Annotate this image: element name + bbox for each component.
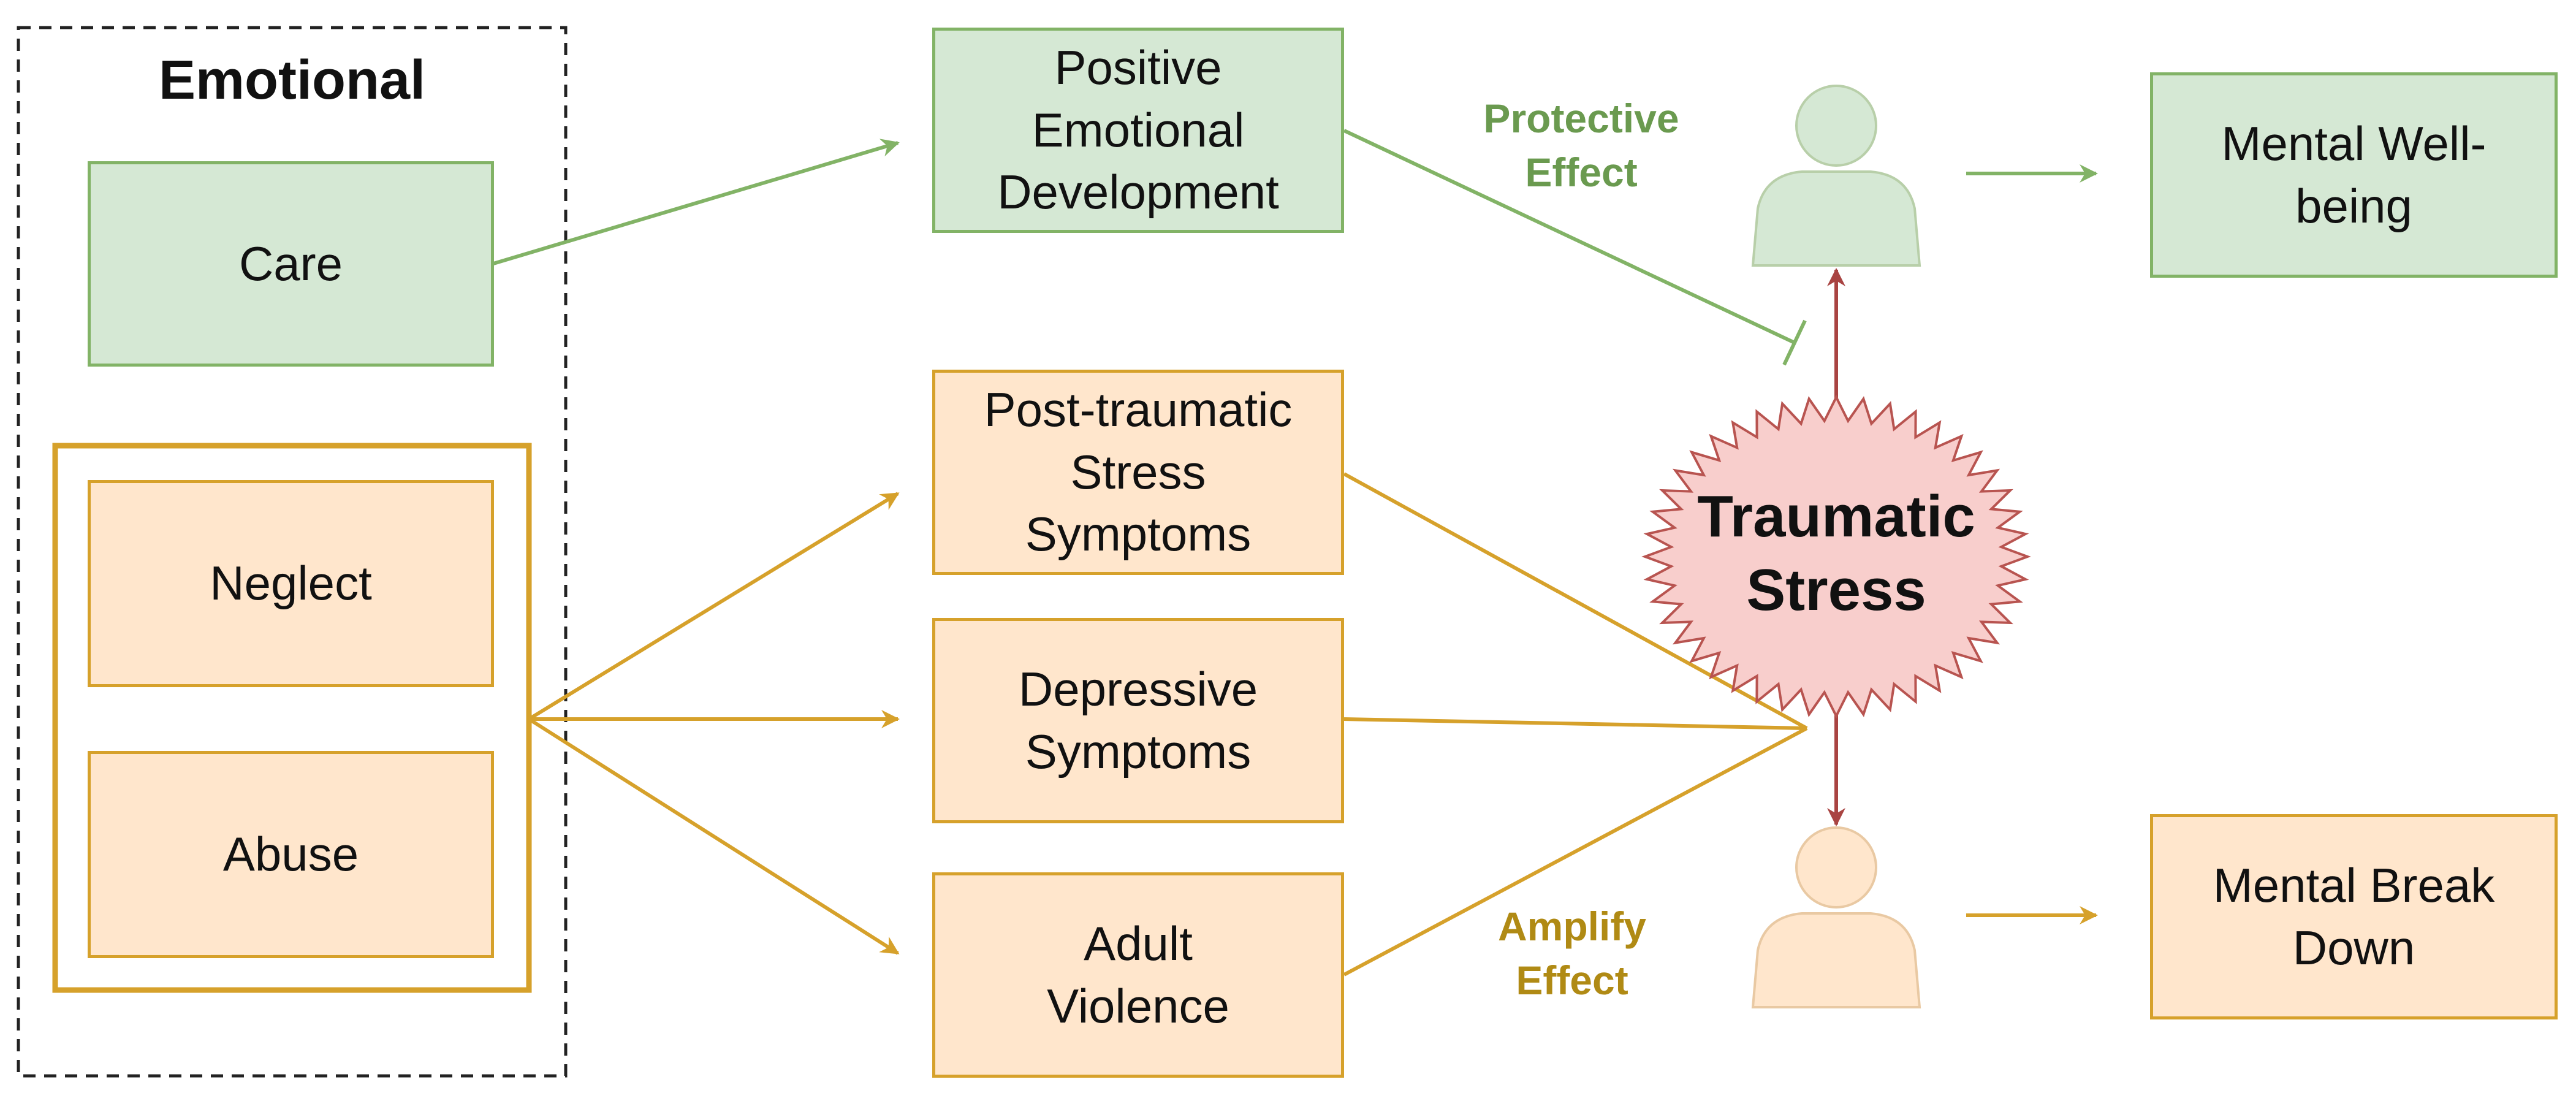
protective-effect-label: Protective Effect: [1434, 92, 1728, 200]
emotional-group-title: Emotional: [158, 50, 425, 111]
arrow-container-to-violence: [528, 717, 900, 955]
breakdown-line-1: Mental Break: [2213, 858, 2495, 913]
ptss-node: Post-traumatic Stress Symptoms: [932, 370, 1344, 575]
line-violence-to-stress: [1343, 726, 1808, 977]
breakdown-line-2: Down: [2292, 920, 2415, 975]
arrow-care-to-positive: [493, 139, 900, 265]
wellbeing-line-1: Mental Well-: [2221, 116, 2487, 171]
protective-line-1: Protective: [1483, 96, 1679, 141]
amplify-effect-label: Amplify Effect: [1425, 900, 1719, 1008]
line-ptss-to-stress: [1343, 472, 1808, 730]
positive-line-2: Emotional: [1032, 102, 1245, 157]
neglect-label: Neglect: [210, 556, 372, 611]
protective-line-2: Effect: [1525, 149, 1638, 195]
adult-violence-node: Adult Violence: [932, 872, 1344, 1078]
amplify-line-1: Amplify: [1497, 904, 1647, 949]
ptss-line-3: Symptoms: [1025, 507, 1252, 562]
neglect-node: Neglect: [88, 480, 494, 687]
depressive-line-2: Symptoms: [1025, 724, 1252, 779]
ptss-line-2: Stress: [1070, 444, 1206, 499]
positive-line-1: Positive: [1054, 40, 1222, 95]
traumatic-stress-burst: [1641, 394, 2031, 719]
traumatic-stress-label-line1: Traumatic: [1697, 484, 1975, 549]
amplify-line-2: Effect: [1516, 957, 1628, 1003]
abuse-node: Abuse: [88, 751, 494, 958]
mental-wellbeing-node: Mental Well- being: [2150, 72, 2558, 278]
abuse-label: Abuse: [222, 827, 359, 882]
person-icon-top: [1751, 85, 1921, 267]
wellbeing-line-2: being: [2295, 178, 2412, 233]
inhibit-positive-to-person: [1343, 129, 1796, 345]
care-node: Care: [88, 161, 494, 367]
emotional-group-border: [17, 26, 568, 1078]
arrow-container-to-ptss: [528, 492, 900, 721]
violence-line-2: Violence: [1047, 978, 1229, 1033]
positive-line-3: Development: [997, 165, 1279, 219]
inhibit-bar: [1782, 319, 1807, 366]
care-label: Care: [238, 236, 343, 291]
person-icon-bottom: [1751, 826, 1921, 1008]
traumatic-stress-label-line2: Stress: [1746, 557, 1926, 623]
violence-line-1: Adult: [1084, 916, 1193, 971]
line-depressive-to-stress: [1343, 717, 1807, 730]
mental-breakdown-node: Mental Break Down: [2150, 814, 2558, 1019]
depressive-symptoms-node: Depressive Symptoms: [932, 618, 1344, 823]
depressive-line-1: Depressive: [1018, 662, 1258, 717]
ptss-line-1: Post-traumatic: [984, 383, 1293, 437]
positive-development-node: Positive Emotional Development: [932, 28, 1344, 233]
